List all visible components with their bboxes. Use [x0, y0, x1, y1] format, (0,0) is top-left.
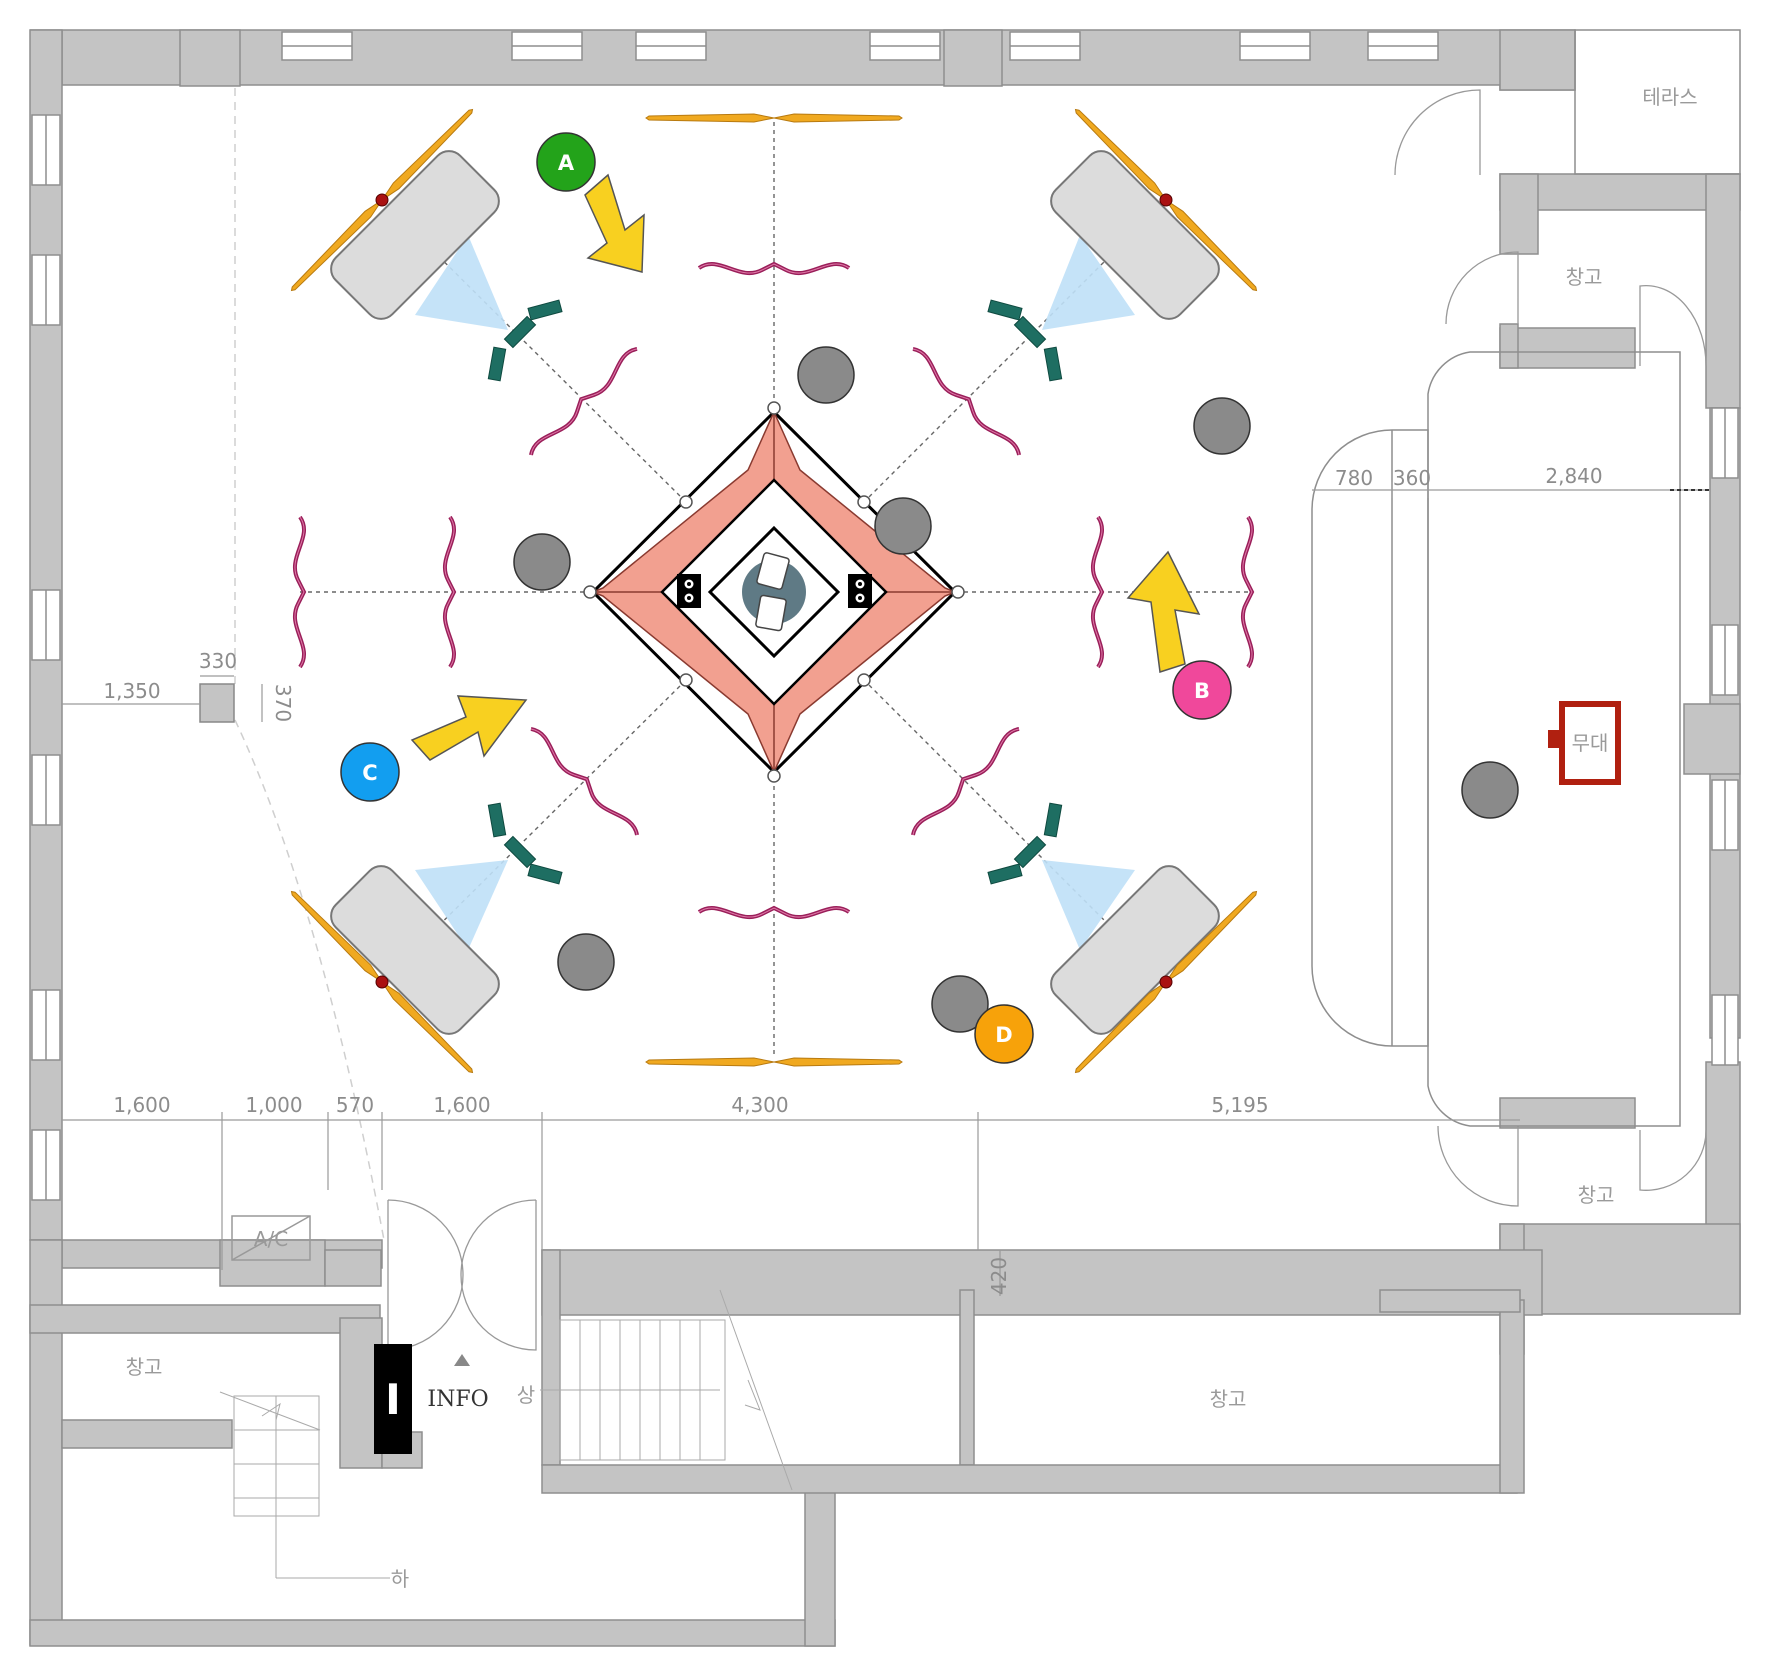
marker-c[interactable]: C: [340, 742, 400, 802]
stair-down-label: 상: [517, 1383, 535, 1407]
dimension-label: 1,000: [245, 1093, 302, 1117]
windows: [31, 31, 1739, 1201]
stage-platform: [1311, 351, 1681, 1127]
marker-a[interactable]: A: [536, 132, 596, 192]
storage-label: 창고: [1578, 1183, 1615, 1207]
arrow-icon: [410, 173, 1201, 761]
dimension-lines: [62, 482, 1710, 1296]
storage-label: 창고: [1210, 1387, 1247, 1411]
fan-blade: [1072, 888, 1260, 1076]
stool: [513, 346, 1519, 1033]
ac-label: A/C: [254, 1227, 288, 1251]
info-sign-letter: I: [385, 1375, 401, 1424]
dimension-label: 1,350: [103, 679, 160, 703]
speaker-icon: [848, 574, 872, 608]
fan-blade: [1072, 106, 1260, 294]
fan-blade: [645, 1057, 903, 1067]
center-stage: [590, 409, 958, 775]
fan-blade: [645, 113, 903, 123]
doors: [387, 89, 1707, 1351]
storage-label: 창고: [1566, 265, 1603, 289]
dashed-guides: [234, 88, 385, 1241]
dimension-label: 2,840: [1545, 464, 1602, 488]
stair-up-label: 하: [391, 1567, 409, 1591]
stage-object: [1548, 701, 1621, 785]
dimension-label: 360: [1393, 466, 1431, 490]
stage-label: 무대: [1572, 731, 1609, 755]
dimension-label: 1,600: [113, 1093, 170, 1117]
terrace-label: 테라스: [1642, 85, 1697, 109]
triangle-icon: [454, 1354, 470, 1366]
dimension-label: 370: [271, 684, 295, 722]
dimension-label: 1,600: [433, 1093, 490, 1117]
fan-blade: [288, 888, 476, 1076]
column: [199, 683, 235, 723]
storage-label: 창고: [126, 1355, 163, 1379]
marker-b-label: B: [1194, 679, 1210, 703]
light-cones: [415, 235, 1135, 950]
fan-blade: [288, 106, 476, 294]
marker-b[interactable]: B: [1172, 660, 1232, 720]
marker-c-label: C: [362, 761, 377, 785]
dimension-label: 780: [1335, 466, 1373, 490]
marker-a-label: A: [558, 151, 575, 175]
speaker-icon: [677, 574, 701, 608]
stairs: [219, 1289, 793, 1579]
axis-node: [583, 401, 965, 783]
dimension-label: 570: [336, 1093, 374, 1117]
info-sign: I: [374, 1344, 412, 1454]
dimension-label: 5,195: [1211, 1093, 1268, 1117]
walls: [29, 29, 1741, 1647]
dimension-label: 330: [199, 649, 237, 673]
ac-unit: [231, 1215, 311, 1261]
dimension-label: 4,300: [731, 1093, 788, 1117]
marker-d-label: D: [995, 1023, 1012, 1047]
info-label: INFO: [427, 1387, 488, 1412]
dimension-label: 420: [987, 1257, 1011, 1295]
marker-d[interactable]: D: [974, 1004, 1034, 1064]
terrace: [1574, 29, 1741, 175]
